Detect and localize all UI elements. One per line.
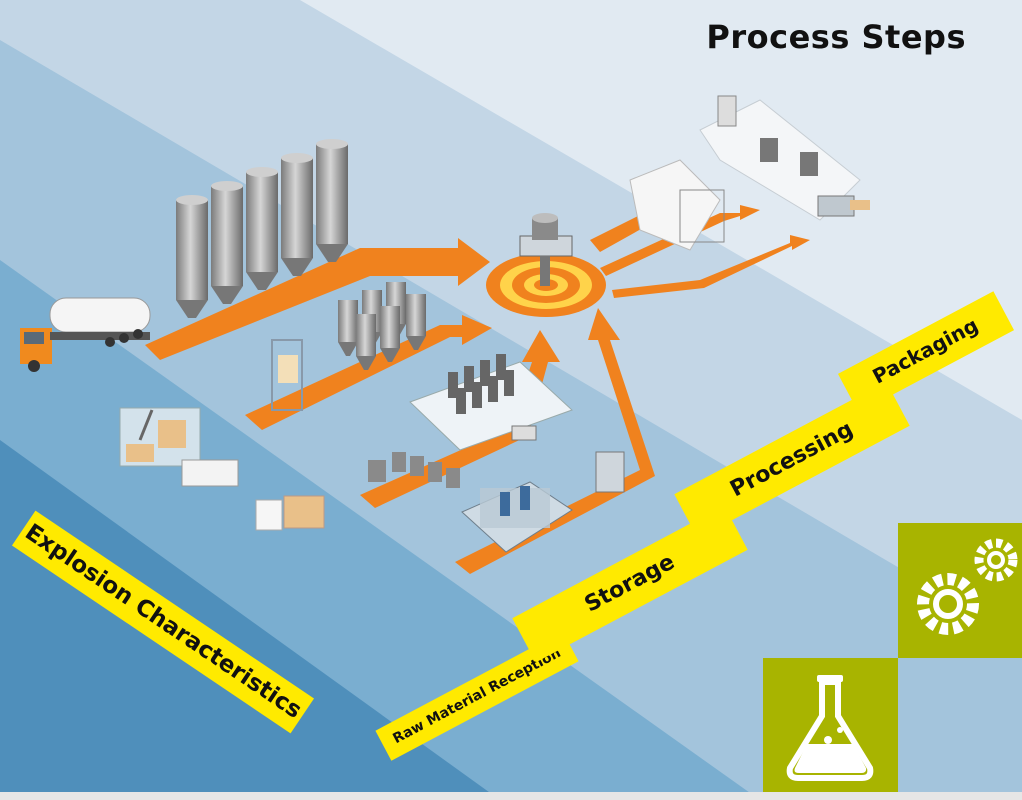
- large-silos: [176, 139, 348, 318]
- arrow-silos-to-hub: [145, 238, 490, 360]
- palletizer: [119, 407, 201, 467]
- bag-pallets: [181, 459, 325, 531]
- band-dark: [0, 440, 500, 800]
- label-bg: [11, 510, 315, 734]
- flask-icon: [786, 675, 874, 781]
- dosing-row: [368, 452, 460, 488]
- silo-icon: [406, 294, 426, 350]
- flask-tile: [763, 658, 898, 800]
- small-silos: [338, 282, 426, 370]
- gear-tile: [898, 523, 1022, 658]
- truck-icon: [20, 297, 151, 372]
- gear-icon: [917, 538, 1018, 635]
- silo-icon: [246, 167, 278, 290]
- bottom-edge: [0, 792, 1022, 800]
- label-bg: [512, 505, 748, 663]
- page-title: Process Steps: [706, 18, 966, 56]
- mixer-platform: [409, 354, 573, 451]
- packaging-area: [629, 95, 870, 251]
- silo-icon: [380, 306, 400, 362]
- silo-icon: [176, 195, 208, 318]
- silo-icon: [281, 153, 313, 276]
- silo-icon: [316, 139, 348, 262]
- silo-icon: [356, 314, 376, 370]
- silo-icon: [338, 300, 358, 356]
- big-bag-station: [271, 339, 303, 411]
- mixing-hub: [486, 213, 606, 317]
- arrow-bags-to-hub: [245, 315, 492, 430]
- arrow-to-packaging-3: [612, 235, 810, 298]
- reactor-building: [461, 451, 625, 553]
- silo-icon: [211, 181, 243, 304]
- label-bg: [674, 381, 910, 539]
- label-bg: [375, 631, 579, 761]
- label-bg: [837, 291, 1015, 413]
